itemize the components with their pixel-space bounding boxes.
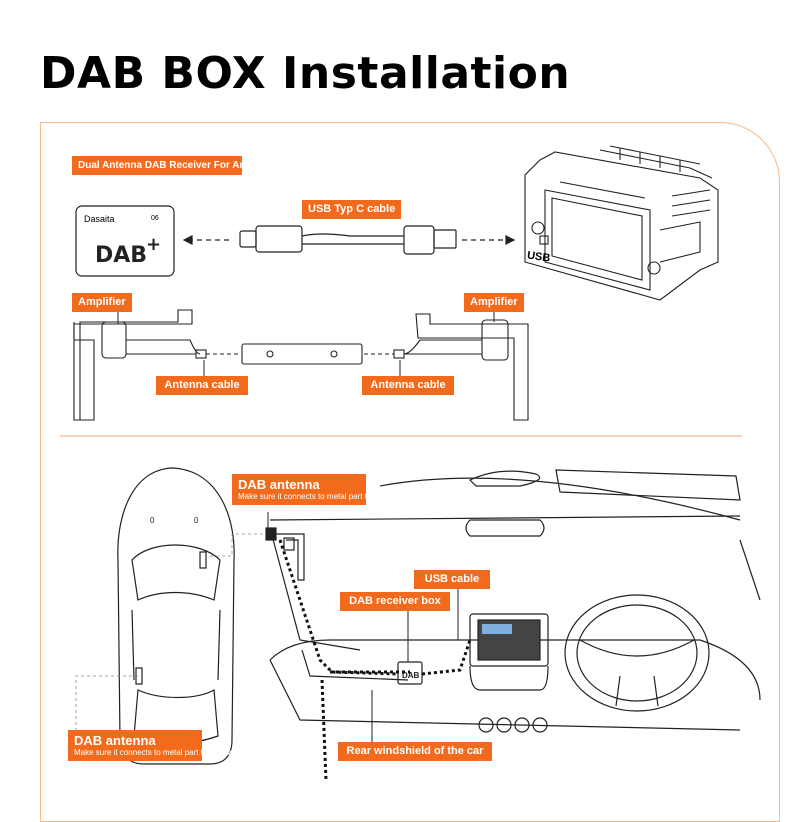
car-antenna-guides: [75, 533, 268, 734]
car-top-view: 0 0: [117, 467, 235, 765]
usb-typec-tag: USB Typ C cable: [302, 200, 402, 219]
dab-antenna-top-tag: DAB antenna Make sure it connects to met…: [232, 474, 423, 505]
amplifier-left-frame: [73, 309, 201, 421]
antenna-cable-splitter: [126, 343, 482, 365]
svg-text:0: 0: [194, 516, 199, 525]
diagram-illustration: DAB +: [60, 145, 761, 781]
dab-antenna-top-note: Make sure it connects to metal part to r…: [238, 492, 423, 501]
dab-logo-icon: DAB: [95, 243, 147, 268]
antenna-cable-right-tag: Antenna cable: [362, 376, 454, 395]
rear-windshield-tag: Rear windshield of the car: [338, 742, 492, 761]
dab-antenna-bottom-title: DAB antenna: [74, 733, 156, 748]
dab-antenna-bottom-note: Make sure it connects to metal part to r…: [74, 748, 259, 757]
box-number: 06: [151, 215, 159, 222]
dab-cable-route: [278, 539, 472, 781]
receiver-description-tag: Dual Antenna DAB Receiver For Android Na…: [72, 156, 333, 175]
svg-text:0: 0: [150, 516, 155, 525]
antenna-mount: [265, 527, 305, 581]
label-pointers: [267, 512, 459, 742]
usb-c-cable: [182, 225, 516, 255]
amplifier-right-frame: [403, 313, 529, 421]
dab-antenna-bottom-tag: DAB antenna Make sure it connects to met…: [68, 730, 259, 761]
page-title: DAB BOX Installation: [40, 48, 571, 99]
svg-text:DAB: DAB: [402, 671, 420, 680]
box-brand: Dasaita: [84, 214, 115, 224]
amplifier-left-tag: Amplifier: [72, 293, 132, 312]
head-unit-device: [524, 145, 719, 301]
dab-antenna-top-title: DAB antenna: [238, 477, 320, 492]
usb-cable-tag: USB cable: [414, 570, 490, 589]
dab-receiver-box-tag: DAB receiver box: [340, 592, 450, 611]
car-interior: [269, 469, 761, 733]
receiver-description: Dual Antenna DAB Receiver For Android Na…: [78, 160, 334, 171]
antenna-cable-left-tag: Antenna cable: [156, 376, 248, 395]
dab-box-device: DAB +: [75, 205, 175, 277]
amplifier-right-tag: Amplifier: [464, 293, 524, 312]
svg-text:+: +: [146, 234, 161, 255]
